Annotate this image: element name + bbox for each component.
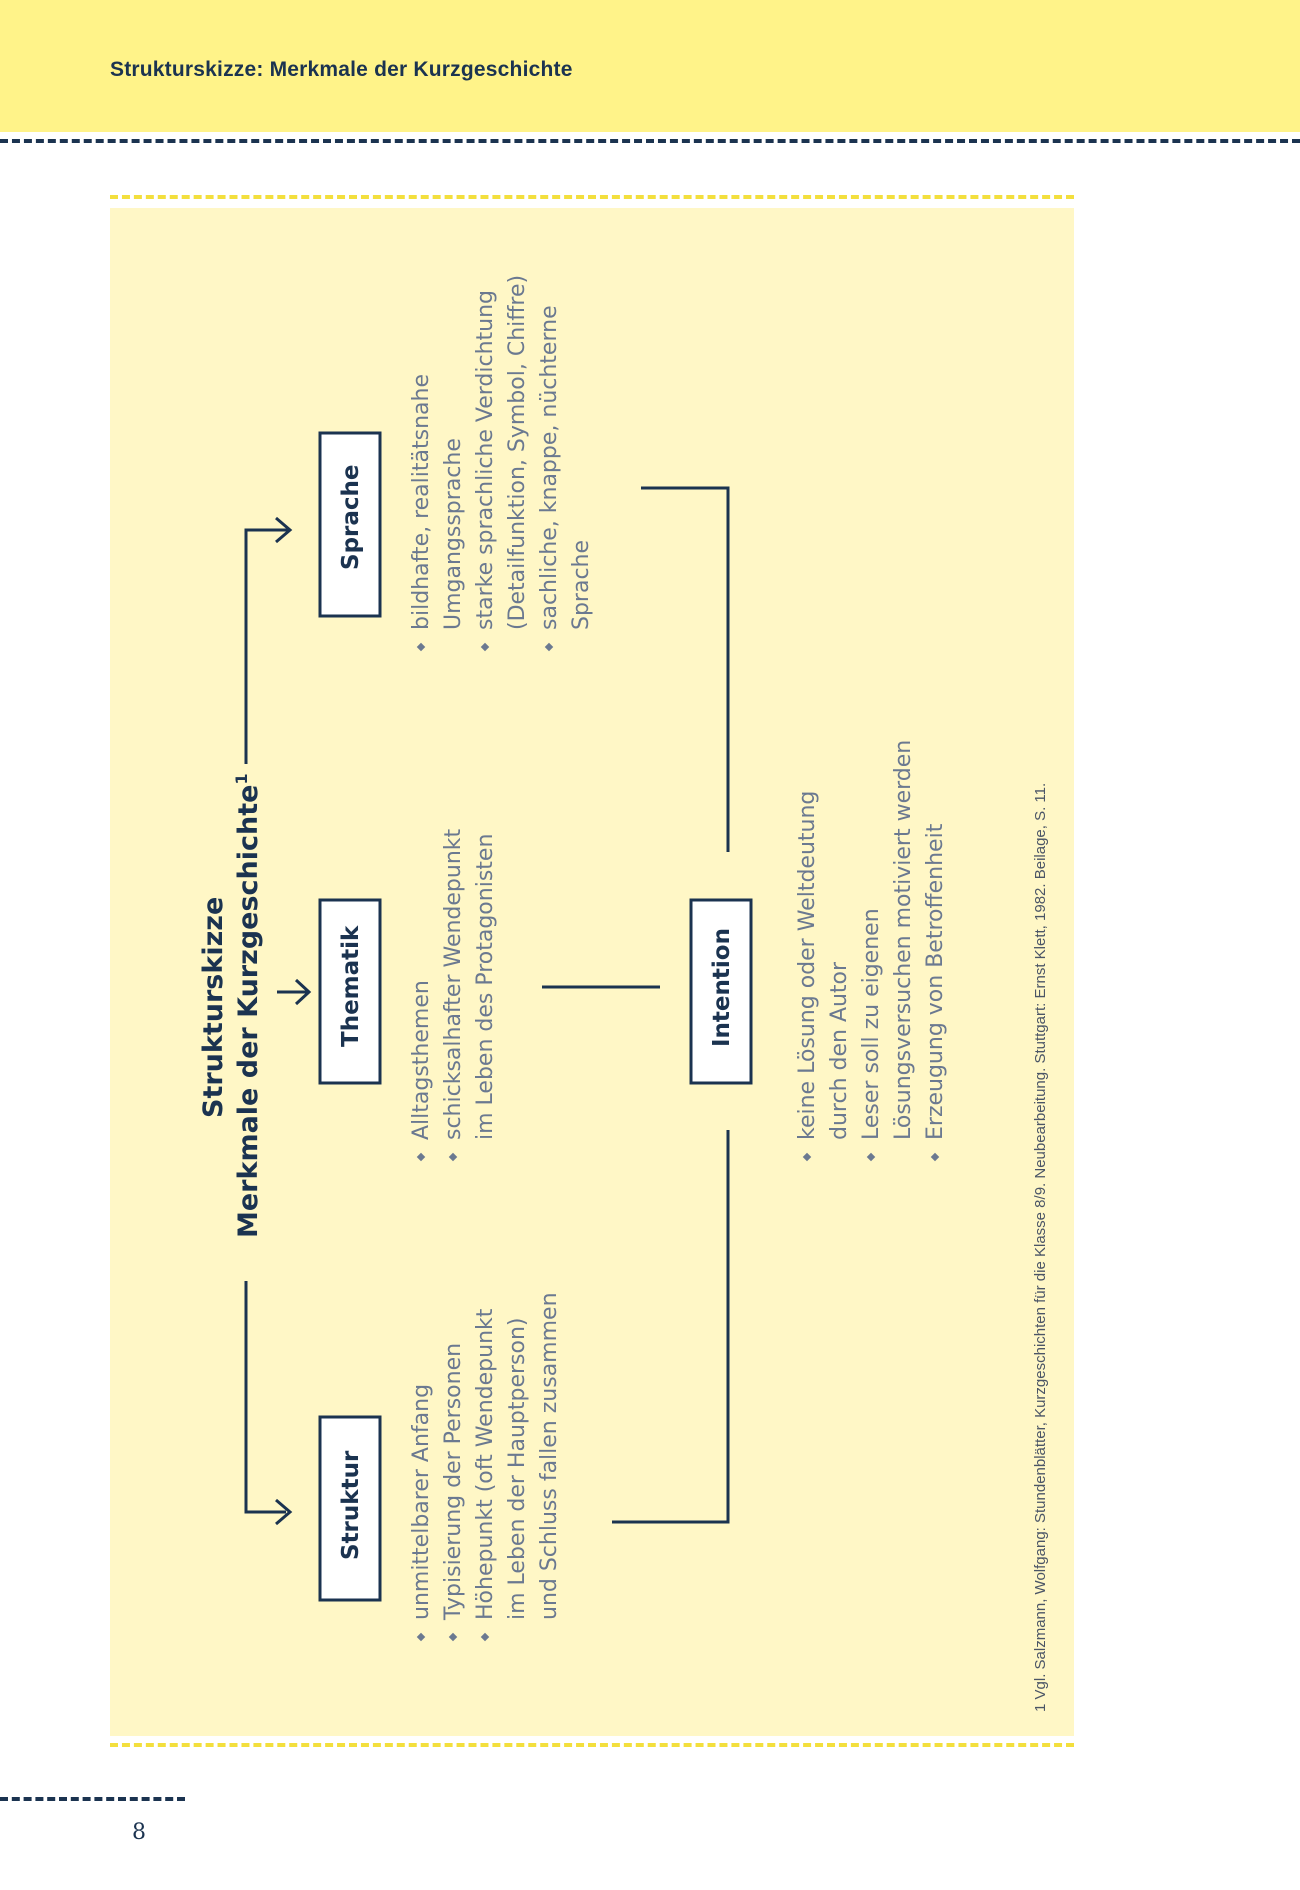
footnote-marker: 1 — [232, 773, 251, 784]
bullet-icon — [544, 642, 554, 652]
bullet-icon — [416, 642, 426, 652]
struktur-label: Struktur — [338, 1450, 364, 1560]
list-item-continued: (Detailfunktion, Symbol, Chiffre) — [505, 275, 530, 630]
footnote-text: 1 Vgl. Salzmann, Wolfgang: Stundenblätte… — [1032, 783, 1049, 1712]
sprache-box — [318, 431, 382, 618]
list-item-continued: Lösungsversuchen motiviert werden — [891, 740, 916, 1140]
intention-label: Intention — [709, 928, 735, 1047]
intention-box — [689, 898, 753, 1085]
intention-list: keine Lösung oder Weltdeutung durch den … — [795, 740, 948, 1162]
list-item-continued: im Leben des Protagonisten — [473, 834, 498, 1140]
connector-sprache-intention — [641, 486, 730, 852]
list-item: bildhafte, realitätsnahe — [409, 374, 434, 630]
sprache-list: bildhafte, realitätsnahe Umgangssprache … — [409, 275, 594, 652]
diagram-title-line1: Strukturskizze — [198, 897, 229, 1118]
arrow-head-sprache — [275, 516, 293, 544]
connector-struktur-intention — [612, 1130, 730, 1524]
list-item: Typisierung der Personen — [441, 1343, 466, 1621]
list-item: Alltagsthemen — [409, 980, 434, 1140]
sprache-label: Sprache — [338, 465, 364, 571]
struktur-list: unmittelbarer Anfang Typisierung der Per… — [409, 1292, 562, 1642]
list-item: keine Lösung oder Weltdeutung — [795, 791, 820, 1140]
panel-bottom-dashed-rule — [110, 1743, 1074, 1747]
list-item: sachliche, knappe, nüchterne — [537, 305, 562, 630]
panel-top-dashed-rule — [110, 195, 1074, 199]
bullet-icon — [448, 1152, 458, 1162]
header-dashed-rule — [0, 139, 1300, 143]
list-item-continued: Sprache — [569, 540, 594, 630]
diagram-title-2: Merkmale der Kurzgeschichte1 — [232, 773, 264, 1238]
list-item-continued: und Schluss fallen zusammen — [537, 1292, 562, 1620]
page-number: 8 — [132, 1820, 146, 1845]
diagram-title-line2: Merkmale der Kurzgeschichte1 — [232, 773, 264, 1238]
bullet-icon — [416, 1152, 426, 1162]
connector-title-struktur — [244, 1281, 286, 1514]
thematik-list: Alltagsthemen schicksalhafter Wendepunkt… — [409, 828, 498, 1162]
list-item: starke sprachliche Verdichtung — [473, 290, 498, 630]
bullet-icon — [802, 1152, 812, 1162]
list-item: Höhepunkt (oft Wendepunkt — [473, 1308, 498, 1620]
list-item: Leser soll zu eigenen — [859, 908, 884, 1140]
bullet-icon — [930, 1152, 940, 1162]
thematik-label: Thematik — [338, 925, 364, 1047]
list-item: Erzeugung von Betroffenheit — [923, 823, 948, 1140]
footnote: 1 Vgl. Salzmann, Wolfgang: Stundenblätte… — [1032, 783, 1049, 1712]
list-item-continued: Umgangssprache — [441, 438, 466, 630]
connector-title-sprache — [244, 528, 288, 764]
footer-dashed-rule — [0, 1797, 185, 1801]
list-item-continued: durch den Autor — [827, 961, 852, 1140]
list-item: unmittelbarer Anfang — [409, 1384, 434, 1620]
header-title: Strukturskizze: Merkmale der Kurzgeschic… — [110, 58, 573, 81]
bullet-icon — [480, 642, 490, 652]
arrow-head-struktur — [275, 1498, 293, 1526]
bullet-icon — [448, 1632, 458, 1642]
bullet-icon — [480, 1632, 490, 1642]
bullet-icon — [866, 1152, 876, 1162]
diagram-panel — [110, 208, 1074, 1736]
thematik-box — [318, 898, 382, 1085]
struktur-box — [318, 1415, 382, 1602]
diagram-title: Strukturskizze — [198, 897, 229, 1118]
list-item: schicksalhafter Wendepunkt — [441, 828, 466, 1140]
list-item-continued: im Leben der Hauptperson) — [505, 1318, 530, 1620]
header-bar: Strukturskizze: Merkmale der Kurzgeschic… — [0, 0, 1300, 132]
bullet-icon — [416, 1632, 426, 1642]
arrow-head-thematik — [294, 978, 312, 1006]
